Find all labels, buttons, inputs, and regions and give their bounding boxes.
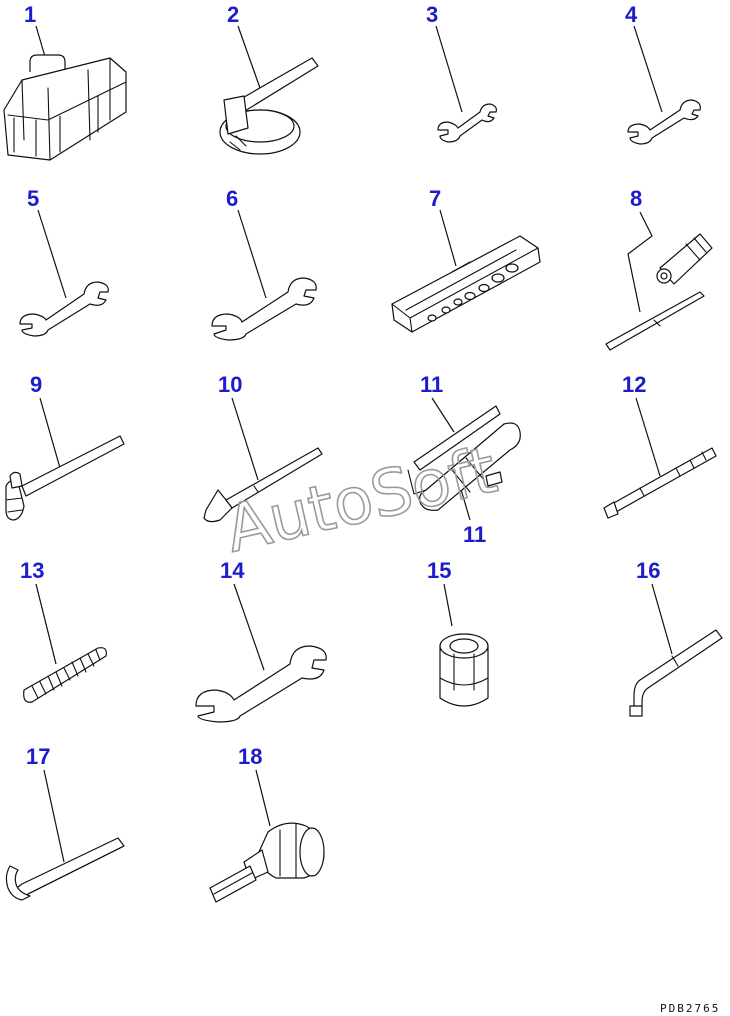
leader-line-17 <box>43 769 65 863</box>
part-label-11: 11 <box>420 372 443 397</box>
part-label-9: 9 <box>30 372 42 397</box>
part-11: 11 11 <box>407 372 521 547</box>
part-label-17: 17 <box>26 744 50 769</box>
hex-bit-socket-icon <box>209 822 325 903</box>
part-label-15: 15 <box>427 558 451 583</box>
part-14: 14 <box>195 558 327 723</box>
socket-icon <box>439 633 489 707</box>
pry-bar-icon <box>203 447 323 523</box>
part-label-14: 14 <box>220 558 245 583</box>
part-6: 6 <box>211 186 317 341</box>
part-17: 17 <box>5 744 125 901</box>
small-open-end-wrench-icon <box>437 103 497 143</box>
leader-line-10 <box>231 397 259 481</box>
extension-bar-icon <box>603 447 717 519</box>
leader-line-11 <box>431 397 455 433</box>
leader-line-12 <box>635 397 661 477</box>
tool-bag-icon <box>3 54 127 161</box>
leader-line-11-secondary <box>459 485 471 521</box>
leader-line-1 <box>35 25 47 61</box>
part-5: 5 <box>19 186 109 337</box>
l-handle-wrench-icon <box>629 629 723 717</box>
part-4: 4 <box>625 2 701 145</box>
large-open-end-wrench-icon <box>195 645 327 723</box>
leader-line-14 <box>233 583 265 671</box>
part-label-3: 3 <box>426 2 438 27</box>
drawing-code: PDB2765 <box>660 1002 720 1015</box>
part-16: 16 <box>629 558 723 717</box>
part-label-18: 18 <box>238 744 262 769</box>
leader-line-9 <box>39 397 61 469</box>
part-label-12: 12 <box>622 372 646 397</box>
part-label-11-secondary: 11 <box>463 522 486 547</box>
watermark-text: AutoSoft <box>219 434 503 568</box>
leader-line-7 <box>439 209 457 267</box>
part-label-10: 10 <box>218 372 242 397</box>
open-end-wrench-icon <box>211 277 317 341</box>
leader-line-6 <box>237 209 267 299</box>
part-3: 3 <box>426 2 497 143</box>
open-end-wrench-icon <box>19 281 109 337</box>
part-9: 9 <box>5 372 125 521</box>
part-label-13: 13 <box>20 558 44 583</box>
part-13: 13 <box>20 558 107 703</box>
leader-line-13 <box>35 583 57 665</box>
filter-strap-wrench-icon <box>219 57 319 155</box>
screwdriver-set-icon <box>605 233 713 351</box>
part-12: 12 <box>603 372 717 519</box>
part-label-16: 16 <box>636 558 660 583</box>
part-7: 7 <box>391 186 541 333</box>
small-open-end-wrench-icon <box>627 99 701 145</box>
part-10: 10 <box>203 372 323 523</box>
part-label-1: 1 <box>24 2 36 27</box>
hammer-icon <box>5 435 125 521</box>
leader-line-8 <box>627 211 653 313</box>
part-label-4: 4 <box>625 2 638 27</box>
part-label-7: 7 <box>429 186 441 211</box>
part-1: 1 <box>3 2 127 161</box>
grease-gun-icon <box>407 405 521 511</box>
part-2: 2 <box>219 2 319 155</box>
part-18: 18 <box>209 744 325 903</box>
part-label-5: 5 <box>27 186 39 211</box>
socket-set-case-icon <box>391 235 541 333</box>
part-label-6: 6 <box>226 186 238 211</box>
leader-line-5 <box>37 209 67 299</box>
spring-icon <box>23 647 107 703</box>
part-label-2: 2 <box>227 2 239 27</box>
part-15: 15 <box>427 558 489 707</box>
leader-line-18 <box>255 769 271 827</box>
part-8: 8 <box>605 186 713 351</box>
hex-key-icon <box>5 837 125 901</box>
part-label-8: 8 <box>630 186 642 211</box>
leader-line-4 <box>633 25 663 113</box>
leader-line-2 <box>237 25 261 89</box>
leader-line-15 <box>443 583 453 627</box>
leader-line-16 <box>651 583 673 655</box>
leader-line-3 <box>435 25 463 113</box>
